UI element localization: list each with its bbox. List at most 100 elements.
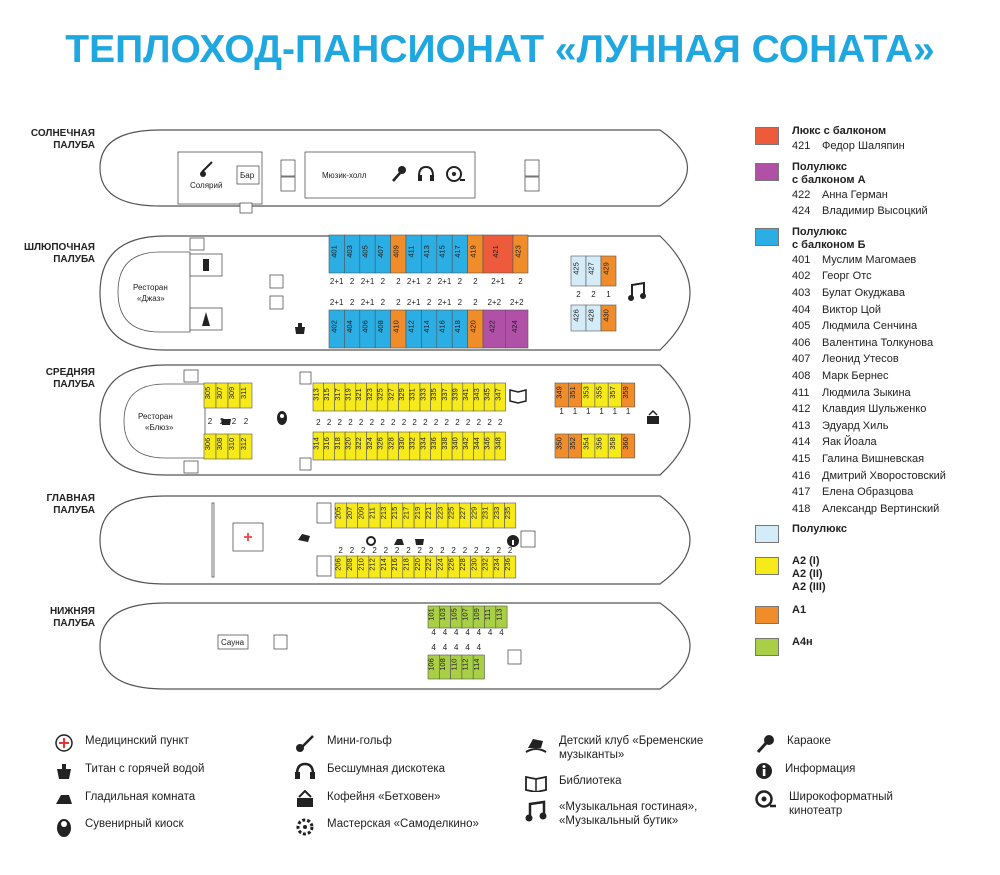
cabin-label-321: 321 bbox=[354, 388, 363, 401]
cabin-114 bbox=[472, 654, 485, 680]
cabin-label-227: 227 bbox=[458, 507, 467, 520]
occupancy-108: 4 bbox=[443, 643, 448, 652]
cabin-label-221: 221 bbox=[424, 507, 433, 520]
cabin-label-205: 205 bbox=[334, 507, 343, 520]
cabin-label-212: 212 bbox=[368, 558, 377, 571]
occupancy-319: 2 bbox=[348, 418, 353, 427]
cabin-label-417: 417 bbox=[453, 245, 462, 258]
cabin-label-412: 412 bbox=[407, 320, 416, 333]
cabin-236 bbox=[504, 555, 517, 579]
cabin-label-330: 330 bbox=[397, 437, 406, 450]
legend-title-semi_b: Полулюкс с балконом Б bbox=[792, 225, 866, 251]
medical-room bbox=[232, 522, 264, 552]
cabin-label-347: 347 bbox=[493, 388, 502, 401]
cabin-label-419: 419 bbox=[468, 245, 477, 258]
cabin-label-355: 355 bbox=[595, 386, 604, 399]
occupancy-329: 2 bbox=[402, 418, 407, 427]
cabin-347 bbox=[494, 382, 506, 412]
icon-legend: Медицинский пункт Титан с горячей водой … bbox=[0, 730, 1000, 870]
stairs-mid-2 bbox=[299, 371, 312, 471]
deck-label-boat: ШЛЮПОЧНАЯ ПАЛУБА bbox=[23, 242, 95, 265]
kids-club-icon bbox=[298, 534, 310, 542]
restaurant-blues-label-1: Ресторан bbox=[138, 412, 173, 421]
occupancy-313: 2 bbox=[316, 418, 321, 427]
cabin-label-360: 360 bbox=[621, 437, 630, 450]
occupancy-410: 2 bbox=[396, 298, 401, 307]
occupancy-333: 2 bbox=[423, 418, 428, 427]
occupancy-415: 2+1 bbox=[438, 277, 452, 286]
sauna-room bbox=[217, 634, 249, 650]
occupancy-114: 4 bbox=[477, 643, 482, 652]
cabin-label-408: 408 bbox=[376, 320, 385, 333]
occupancy-229: 2 bbox=[474, 546, 479, 555]
cabin-label-426: 426 bbox=[572, 309, 581, 322]
cabin-label-346: 346 bbox=[483, 437, 492, 450]
occupancy-106: 4 bbox=[431, 643, 436, 652]
cabin-label-404: 404 bbox=[345, 320, 354, 333]
occupancy-359: 1 bbox=[626, 407, 631, 416]
disco-icon bbox=[295, 762, 315, 779]
cabin-label-234: 234 bbox=[492, 558, 501, 571]
cabin-label-329: 329 bbox=[397, 388, 406, 401]
cabin-label-401: 401 bbox=[330, 245, 339, 258]
occupancy-427: 2 bbox=[591, 290, 596, 299]
occupancy-103: 4 bbox=[443, 628, 448, 637]
occupancy-111: 4 bbox=[488, 628, 493, 637]
cabin-label-410: 410 bbox=[391, 320, 400, 333]
hull-boat bbox=[99, 235, 691, 351]
legend-souvenir: Сувенирный киоск bbox=[55, 817, 183, 837]
legend-swatch-a2 bbox=[755, 557, 779, 576]
cabin-label-326: 326 bbox=[376, 437, 385, 450]
cafe-icon bbox=[297, 790, 313, 807]
cabin-label-305: 305 bbox=[203, 387, 212, 400]
ironing-icon bbox=[56, 795, 72, 804]
stairs-boat-1 bbox=[189, 237, 205, 251]
cabin-label-233: 233 bbox=[492, 507, 501, 520]
occupancy-107: 4 bbox=[465, 628, 470, 637]
legend-cafe: Кофейня «Бетховен» bbox=[295, 790, 441, 808]
occupancy-357: 1 bbox=[613, 407, 618, 416]
cabin-label-222: 222 bbox=[424, 558, 433, 571]
cabin-label-320: 320 bbox=[343, 437, 352, 450]
cabin-label-215: 215 bbox=[390, 507, 399, 520]
cabin-label-335: 335 bbox=[429, 388, 438, 401]
occupancy-209: 2 bbox=[361, 546, 366, 555]
cabin-label-351: 351 bbox=[568, 386, 577, 399]
cabin-label-358: 358 bbox=[608, 437, 617, 450]
cabin-label-343: 343 bbox=[472, 388, 481, 401]
occupancy-311: 2 bbox=[244, 417, 249, 426]
cabin-label-216: 216 bbox=[390, 558, 399, 571]
occupancy-343: 2 bbox=[477, 418, 482, 427]
cabin-label-306: 306 bbox=[203, 438, 212, 451]
occupancy-335: 2 bbox=[434, 418, 439, 427]
music-hall-label: Мюзик-холл bbox=[322, 171, 367, 180]
cabin-423 bbox=[512, 234, 529, 274]
legend-music: «Музыкальная гостиная», «Музыкальный бут… bbox=[525, 800, 697, 828]
cabin-label-106: 106 bbox=[427, 658, 436, 671]
cabin-label-425: 425 bbox=[572, 262, 581, 275]
bar-label: Бар bbox=[240, 171, 255, 180]
occupancy-235: 2 bbox=[508, 546, 513, 555]
occupancy-403: 2 bbox=[350, 277, 355, 286]
occupancy-405: 2+1 bbox=[361, 277, 375, 286]
deck-label-lower: НИЖНЯЯ ПАЛУБА bbox=[49, 606, 95, 629]
titan-icon-main bbox=[415, 539, 424, 545]
cafe-icon-mid bbox=[647, 409, 659, 424]
cabin-label-314: 314 bbox=[311, 437, 320, 450]
occupancy-347: 2 bbox=[498, 418, 503, 427]
legend-title-lux: Люкс с балконом bbox=[792, 125, 887, 137]
occupancy-404: 2 bbox=[350, 298, 355, 307]
woman-icon bbox=[202, 312, 210, 326]
occupancy-110: 4 bbox=[454, 643, 459, 652]
cabin-label-235: 235 bbox=[503, 507, 512, 520]
